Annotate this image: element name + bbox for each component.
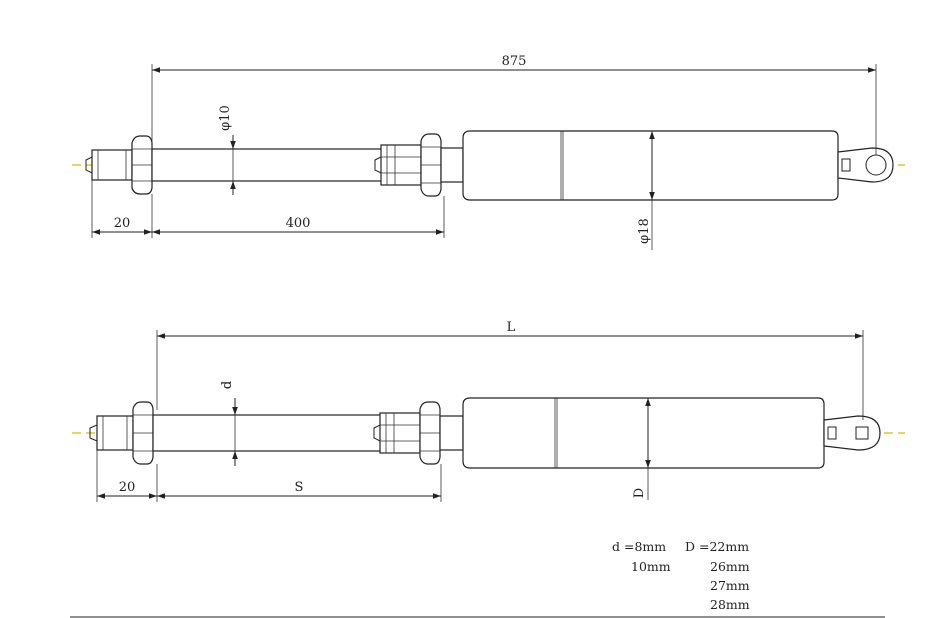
- bottom-eye-hole: [855, 426, 869, 440]
- top-piston-rod: [151, 148, 385, 182]
- bottom-overall-length-label: L: [507, 320, 516, 335]
- bottom-end-length-label: 20: [119, 480, 136, 495]
- bottom-cylinder-body: [462, 397, 825, 469]
- top-body-diameter-label: φ18: [637, 218, 652, 244]
- spec-d-value: 10mm: [631, 559, 671, 574]
- top-overall-length-label: 875: [502, 54, 527, 69]
- bottom-end-eye: [823, 415, 881, 451]
- bottom-gas-spring: L d D 20 S: [72, 320, 905, 502]
- top-cylinder-body: [462, 130, 839, 201]
- bottom-piston-rod: [152, 414, 384, 452]
- spec-D-value: 26mm: [710, 559, 750, 574]
- top-gas-spring: 875 φ10 φ18 20 400: [72, 54, 905, 250]
- spec-D-value: 28mm: [710, 597, 750, 612]
- top-threaded-stud: [91, 149, 133, 181]
- spec-d-label: d =8mm: [612, 539, 667, 554]
- spec-D-label: D =22mm: [685, 539, 750, 554]
- top-collar: [440, 147, 464, 183]
- top-rod-fitting: [380, 144, 422, 186]
- bottom-rod-diameter-label: d: [220, 381, 235, 389]
- bottom-collar: [439, 415, 464, 451]
- top-stroke-label: 400: [286, 216, 311, 231]
- bottom-body-diameter-label: D: [632, 488, 647, 498]
- top-rod-diameter-label: φ10: [218, 105, 233, 131]
- bottom-threaded-stud: [96, 415, 134, 451]
- spec-D-value: 27mm: [710, 578, 750, 593]
- top-end-length-label: 20: [114, 216, 131, 231]
- bottom-stroke-label: S: [295, 480, 304, 495]
